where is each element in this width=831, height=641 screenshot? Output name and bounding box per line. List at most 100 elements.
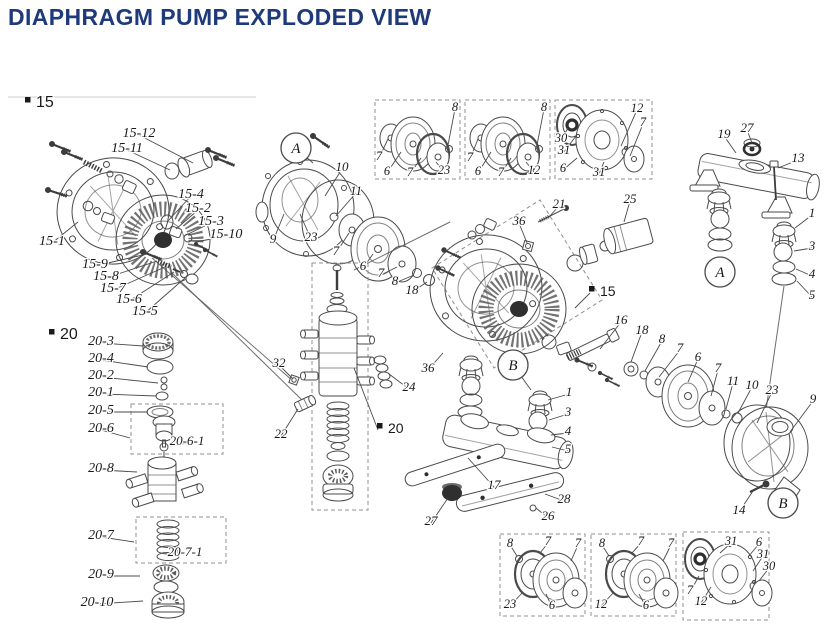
callout-label: 23 xyxy=(305,229,319,244)
leader-line xyxy=(386,151,402,174)
callout-label: 6 xyxy=(695,349,702,364)
callout-label: 18 xyxy=(636,322,650,337)
leader-line xyxy=(723,135,737,154)
leader-line xyxy=(169,442,188,447)
callout-label: 28 xyxy=(558,491,572,506)
leader-line xyxy=(380,266,398,276)
leader-line xyxy=(394,274,415,284)
callout-label: 25 xyxy=(624,191,638,206)
callout-label: 18 xyxy=(406,282,420,297)
callout-label: 27 xyxy=(741,120,755,135)
callout-label: 21 xyxy=(553,196,566,211)
leader-line xyxy=(411,281,428,293)
leader-line xyxy=(388,373,410,390)
callout-label: 23 xyxy=(438,163,451,177)
leader-line xyxy=(509,591,524,607)
leader-line xyxy=(105,260,158,279)
air-valve-column xyxy=(288,221,451,511)
callout-label: 10 xyxy=(336,159,350,174)
leader-line xyxy=(689,575,700,593)
bottom-manifold-assembly xyxy=(404,355,574,512)
callout-label: 12 xyxy=(595,597,608,611)
callout-label: 36 xyxy=(512,213,527,228)
circled-letter-a: A xyxy=(704,256,736,288)
svg-text:B: B xyxy=(778,496,787,512)
leader-line xyxy=(551,446,569,452)
callout-label: 20-7-1 xyxy=(168,544,203,559)
callout-label: 15-5 xyxy=(132,304,158,319)
callout-label: 13 xyxy=(792,150,806,165)
leader-line xyxy=(623,200,631,223)
callout-label: 20-3 xyxy=(88,334,114,349)
leader-line xyxy=(100,536,135,543)
leader-line xyxy=(700,586,712,604)
callout-label: 3 xyxy=(564,404,572,419)
callout-label: 20-7 xyxy=(88,528,115,543)
right-pump-chamber xyxy=(723,285,809,509)
callout-label: 6 xyxy=(756,535,763,549)
leader-line xyxy=(183,222,212,237)
leader-line xyxy=(427,352,444,371)
leader-line xyxy=(299,213,312,240)
leader-line xyxy=(545,593,553,608)
svg-text:B: B xyxy=(508,358,517,374)
foot-plate-28 xyxy=(455,472,565,512)
callout-label: 16 xyxy=(615,312,629,327)
callout-label: 7 xyxy=(467,150,474,164)
section-marker-icon xyxy=(589,286,595,292)
leader-line xyxy=(100,359,149,368)
leader-line xyxy=(409,157,422,175)
callout-label: 20-6-1 xyxy=(170,433,205,448)
leader-line xyxy=(96,600,144,605)
leader-line xyxy=(747,543,760,558)
circled-letter-b: B xyxy=(767,487,799,519)
leader-line xyxy=(138,134,194,164)
leader-line xyxy=(550,432,569,436)
leader-line xyxy=(467,457,495,488)
callout-label: 6 xyxy=(549,598,556,612)
callout-label: 20-8 xyxy=(88,461,114,476)
callout-label: 3 xyxy=(808,238,816,253)
circled-letter-b: B xyxy=(497,349,529,381)
leader-line xyxy=(469,138,479,160)
callout-label: 12 xyxy=(631,101,644,115)
callout-label: 8 xyxy=(507,536,514,550)
callout-label: 15-9 xyxy=(82,257,108,272)
callout-label: 14 xyxy=(733,502,747,517)
callout-label: 15-7 xyxy=(100,281,127,296)
leader-line xyxy=(789,400,814,433)
callout-label: 6 xyxy=(360,258,367,273)
callout-label: 15-8 xyxy=(93,269,119,284)
section-marker-20: 20 xyxy=(377,419,405,437)
leader-line xyxy=(128,271,175,302)
callout-label: 36 xyxy=(421,360,436,375)
callout-label: 1 xyxy=(566,384,573,399)
callout-label: 12 xyxy=(528,163,541,177)
page-title: DIAPHRAGM PUMP EXPLODED VIEW xyxy=(8,4,432,30)
diaphragm-shaft-stack xyxy=(566,328,743,428)
leader-line xyxy=(600,591,615,607)
leader-line xyxy=(353,367,379,431)
leader-line xyxy=(435,161,445,173)
leader-line xyxy=(51,221,79,244)
callout-label: 17 xyxy=(488,477,502,492)
svg-text:15: 15 xyxy=(36,94,54,111)
leader-line xyxy=(430,497,449,524)
leader-line xyxy=(335,232,350,254)
callout-label: 23 xyxy=(766,382,780,397)
callout-label: 12 xyxy=(695,594,708,608)
callout-label: 11 xyxy=(350,183,362,198)
leader-line xyxy=(631,542,642,554)
leader-line xyxy=(570,544,579,562)
callout-label: 7 xyxy=(640,115,647,129)
spare-kit-boxes-top xyxy=(374,99,653,180)
leader-line xyxy=(509,544,518,557)
leader-line xyxy=(500,157,512,175)
circled-letter-a: A xyxy=(280,132,312,164)
callout-label: 15-11 xyxy=(111,141,143,156)
callout-label: 7 xyxy=(498,165,505,179)
leader-line xyxy=(100,469,138,473)
leader-line xyxy=(563,135,577,153)
leader-line xyxy=(536,108,545,146)
